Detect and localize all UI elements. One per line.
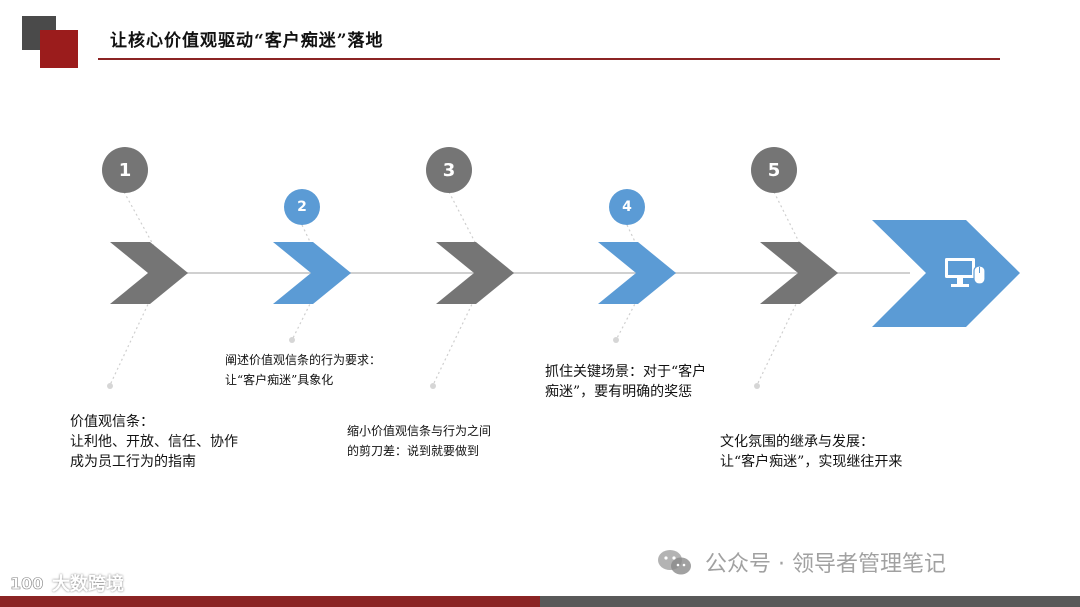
brand-logo: 100 大数跨境 — [8, 570, 124, 596]
leader-dot-3 — [430, 383, 436, 389]
logo-mark-icon: 100 — [10, 574, 44, 594]
chevron-step-3 — [436, 242, 514, 304]
caption-step-4: 抓住关键场景：对于“客户 痴迷”，要有明确的奖惩 — [545, 364, 707, 400]
leader-line-3-bottom — [432, 299, 475, 386]
footer-bar-gray — [540, 596, 1080, 607]
leader-line-1-bottom — [109, 299, 151, 386]
slide-title: 让核心价值观驱动“客户痴迷”落地 — [110, 31, 384, 51]
header-decoration-red — [40, 30, 78, 68]
watermark: 公众号 · 领导者管理笔记 — [655, 546, 946, 578]
leader-line-5-bottom — [756, 299, 799, 386]
caption-step-3: 缩小价值观信条与行为之间 的剪刀差：说到就要做到 — [347, 424, 492, 458]
wechat-icon — [658, 550, 691, 575]
step-marker-4: 4 — [609, 189, 645, 225]
step-marker-5: 5 — [751, 147, 797, 193]
chevron-step-1 — [110, 242, 188, 304]
step-marker-2: 2 — [284, 189, 320, 225]
leader-dot-1 — [107, 383, 113, 389]
leader-line-3-top — [448, 191, 479, 249]
leader-dot-4 — [613, 337, 619, 343]
title-underline — [98, 58, 1000, 60]
caption-step-2: 阐述价值观信条的行为要求： 让“客户痴迷”具象化 — [225, 353, 382, 387]
leader-dot-2 — [289, 337, 295, 343]
step-marker-1: 1 — [102, 147, 148, 193]
step-marker-3: 3 — [426, 147, 472, 193]
leader-line-5-top — [773, 191, 803, 249]
caption-step-1: 价值观信条： 让利他、开放、信任、协作 成为员工行为的指南 — [70, 414, 238, 470]
chevron-step-5 — [760, 242, 838, 304]
computer-monitor-icon — [945, 258, 986, 287]
chevron-step-4 — [598, 242, 676, 304]
caption-step-5: 文化氛围的继承与发展： 让“客户痴迷”，实现继往开来 — [720, 434, 903, 470]
chevron-step-2 — [273, 242, 351, 304]
leader-line-4-bottom — [615, 299, 638, 341]
svg-text:100: 100 — [10, 574, 43, 593]
leader-dot-5 — [754, 383, 760, 389]
leader-line-1-top — [123, 191, 156, 249]
footer-bar-red — [0, 596, 540, 607]
leader-line-2-bottom — [291, 299, 313, 341]
